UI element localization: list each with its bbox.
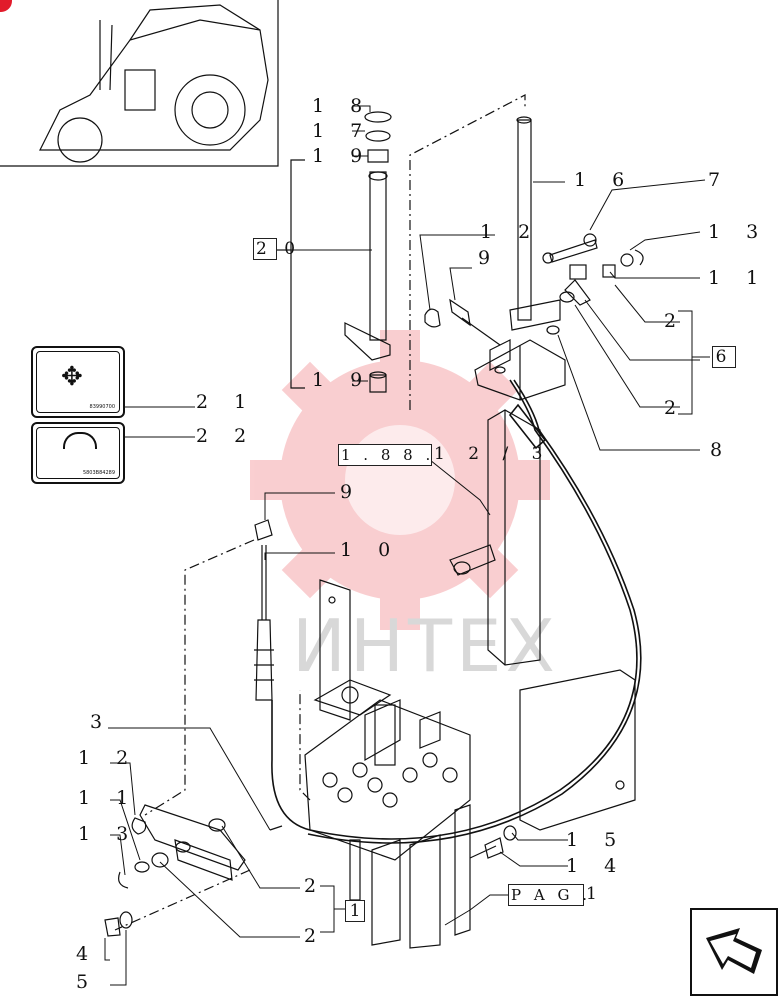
lever-tube-assembly	[344, 111, 392, 393]
callout-12-top: 1 2	[480, 221, 541, 243]
callout-1-box: 1	[345, 900, 365, 922]
callout-5: 5	[76, 971, 99, 993]
callout-14: 1 4	[566, 855, 627, 877]
callout-15: 1 5	[566, 829, 627, 851]
decal-panel-21: ✥ 83990700	[31, 346, 125, 418]
control-valve-block	[304, 679, 471, 949]
callout-21: 2 1	[196, 391, 257, 413]
callout-11-lower: 1 1	[78, 787, 139, 809]
tractor-thumbnail	[0, 0, 279, 167]
callout-8: 8	[710, 439, 733, 461]
callout-9-lower: 9	[340, 481, 363, 503]
callout-9-top: 9	[478, 247, 501, 269]
pag-number: 1	[586, 884, 606, 904]
callout-4: 4	[76, 943, 99, 965]
joystick-arrows-icon: ✥	[61, 362, 83, 392]
callout-2-b: 2	[664, 397, 687, 419]
decal-bottom-code: 5803B84289	[82, 470, 115, 476]
callout-7: 7	[708, 169, 731, 191]
pag-reference-box[interactable]: P A G .	[508, 884, 587, 906]
small-parts-upper	[542, 233, 644, 335]
callout-16: 1 6	[574, 169, 635, 191]
cable-end-rod	[254, 519, 274, 701]
callout-12-lower: 1 2	[78, 747, 139, 769]
support-column	[319, 409, 636, 831]
pivot-bracket	[474, 339, 566, 401]
callout-17: 1 7	[312, 120, 373, 142]
callout-2-a: 2	[664, 310, 687, 332]
callout-22: 2 2	[196, 425, 257, 447]
decal-top-code: 83990700	[89, 404, 115, 410]
callout-2-d: 2	[304, 925, 327, 947]
callout-10: 1 0	[340, 539, 401, 561]
callout-19-top: 1 9	[312, 145, 373, 167]
bolt-and-washer	[469, 825, 517, 859]
callout-19-bottom: 1 9	[312, 369, 373, 391]
control-rod	[509, 116, 561, 331]
callout-13-lower: 1 3	[78, 823, 139, 845]
watermark-text: ИНТЕХ	[292, 604, 559, 688]
lower-linkage	[104, 804, 283, 937]
callout-6-box: 6	[712, 346, 736, 368]
next-page-button[interactable]	[690, 908, 778, 996]
callout-18: 1 8	[312, 95, 373, 117]
callout-3: 3	[90, 711, 113, 733]
callout-2-c: 2	[304, 875, 327, 897]
decal-panel-22: 5803B84289	[31, 422, 125, 484]
reference-suffix: 1 2 / 3	[434, 444, 552, 464]
callout-20-box: 2 0	[253, 238, 295, 260]
callout-13-top: 1 3	[708, 221, 769, 243]
reference-box-1-88[interactable]: 1 . 8 8 .	[338, 444, 432, 466]
callout-11-top: 1 1	[708, 267, 769, 289]
next-page-arrow-icon	[706, 928, 762, 974]
